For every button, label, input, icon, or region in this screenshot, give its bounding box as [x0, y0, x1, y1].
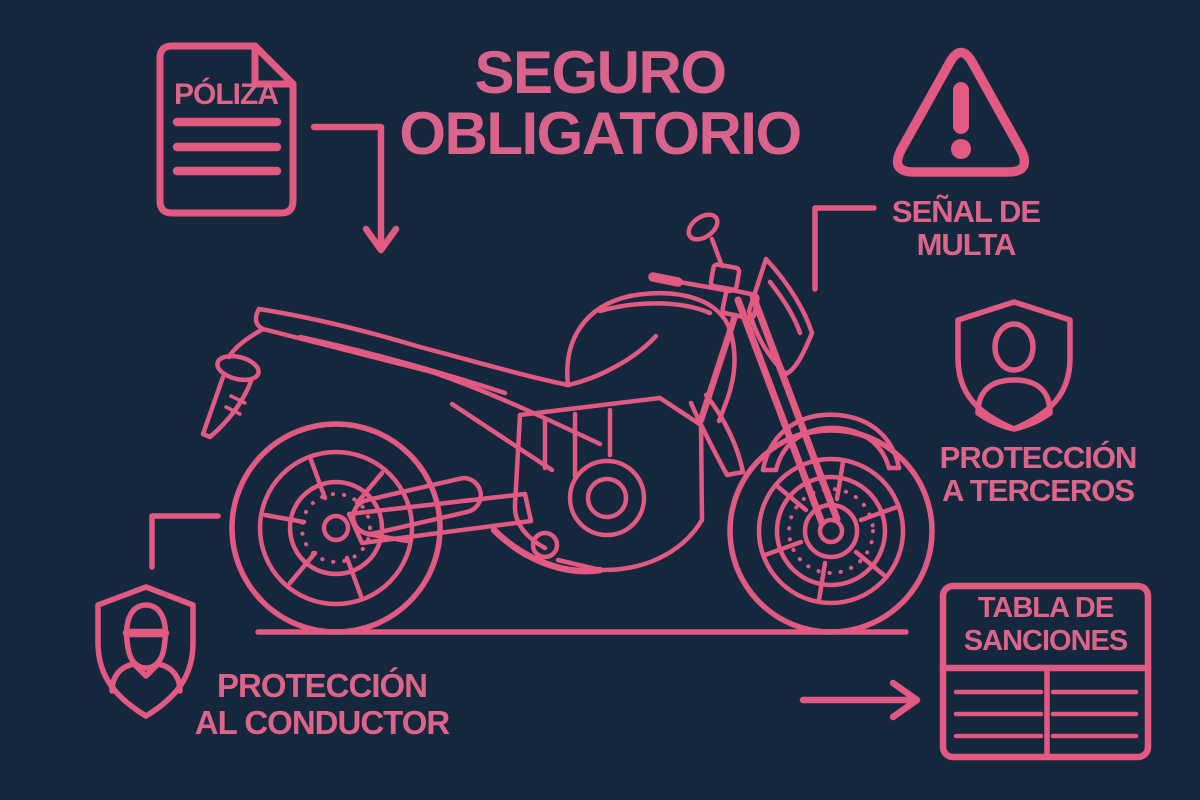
senal-label: SEÑAL DE MULTA	[846, 195, 1086, 261]
rear-wheel	[229, 421, 443, 635]
seat-bodywork	[297, 334, 603, 473]
page-title: SEGURO OBLIGATORIO	[0, 42, 1200, 164]
sanciones-label-line-1: TABLA DE	[977, 592, 1114, 624]
headlight-cowl	[746, 256, 815, 377]
sanciones-arrow	[799, 679, 921, 721]
poliza-label: PÓLIZA	[174, 78, 279, 111]
fuel-tank	[565, 291, 737, 424]
conductor-label: PROTECCIÓN AL CONDUCTOR	[172, 667, 472, 741]
front-fender	[760, 412, 902, 473]
shield-rider-icon	[95, 584, 196, 719]
conductor-label-line-2: AL CONDUCTOR	[194, 704, 450, 741]
warning-triangle-icon	[892, 47, 1030, 177]
sanciones-label-line-2: SANCIONES	[963, 625, 1128, 657]
sanctions-table-icon	[939, 582, 1152, 761]
conductor-label-line-1: PROTECCIÓN	[216, 667, 428, 704]
document-icon	[156, 42, 297, 217]
terceros-label: PROTECCIÓN A TERCEROS	[888, 441, 1188, 507]
poliza-arrow	[310, 123, 400, 254]
sanciones-label: TABLA DE SANCIONES	[943, 592, 1148, 658]
tail-section	[200, 306, 435, 440]
front-fork	[734, 292, 841, 527]
terceros-label-line-1: PROTECCIÓN	[939, 440, 1138, 475]
engine-block	[512, 312, 746, 573]
terceros-label-line-2: A TERCEROS	[941, 473, 1135, 508]
motorcycle-illustration	[200, 212, 935, 635]
senal-label-line-1: SEÑAL DE	[891, 194, 1041, 229]
senal-label-line-2: MULTA	[916, 227, 1017, 262]
title-line-2: OBLIGATORIO	[399, 100, 802, 167]
swingarm-exhaust	[346, 475, 604, 575]
senal-connector	[812, 205, 877, 292]
shield-person-icon	[955, 299, 1073, 432]
title-line-1: SEGURO	[474, 39, 727, 106]
conductor-connector	[149, 513, 221, 570]
